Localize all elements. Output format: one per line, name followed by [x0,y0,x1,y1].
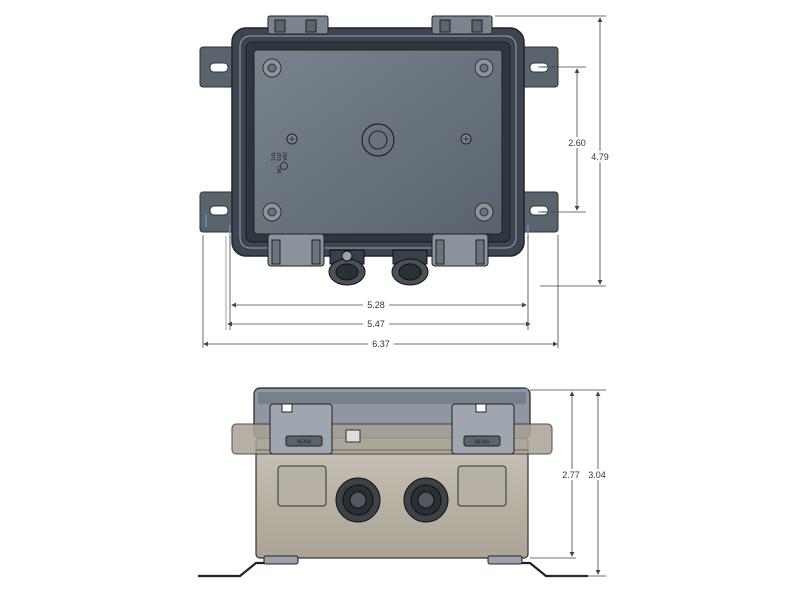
pcb-screw-icon [286,133,472,145]
board-label-3: ON [275,166,281,174]
side-mount-foot [198,561,588,578]
latch-label-left: NEMA [297,440,312,446]
side-connector-icon [345,429,361,443]
side-latch-left: NEMA [269,403,333,507]
corner-screw-icon [262,58,494,222]
top-view: 28A JP3 ON TP1 [199,15,613,349]
top-hinge-left [267,15,329,35]
cable-gland-left-icon [328,249,366,286]
dim-overall-width: 6.37 [372,339,390,349]
board-label-1: 28A [281,152,287,162]
board-label-2: JP3 [275,152,281,161]
side-gland-right-icon [403,477,449,523]
latch-label-right: NEMA [475,440,490,446]
dim-mount-spacing: 2.60 [568,138,586,148]
board-labels: 28A JP3 ON TP1 [269,152,287,174]
side-view: NEMA NEMA [198,387,610,578]
board-label-4: TP1 [269,152,275,161]
dimension-lines-side [530,389,606,577]
bottom-latch-left [267,233,325,267]
cable-gland-right-icon [391,249,429,286]
dim-flange-width: 5.47 [367,319,385,329]
side-gland-left-icon [335,477,381,523]
dim-overall-height: 4.79 [591,152,609,162]
clear-lid [253,49,503,235]
dim-overall-height-side: 3.04 [588,470,606,480]
top-hinge-right [431,15,493,35]
dim-inner-width: 5.28 [367,300,385,310]
center-knockout-icon [361,123,395,157]
side-latch-right: NEMA [451,403,515,507]
bottom-latch-right [431,233,489,267]
dim-body-height: 2.77 [562,470,580,480]
